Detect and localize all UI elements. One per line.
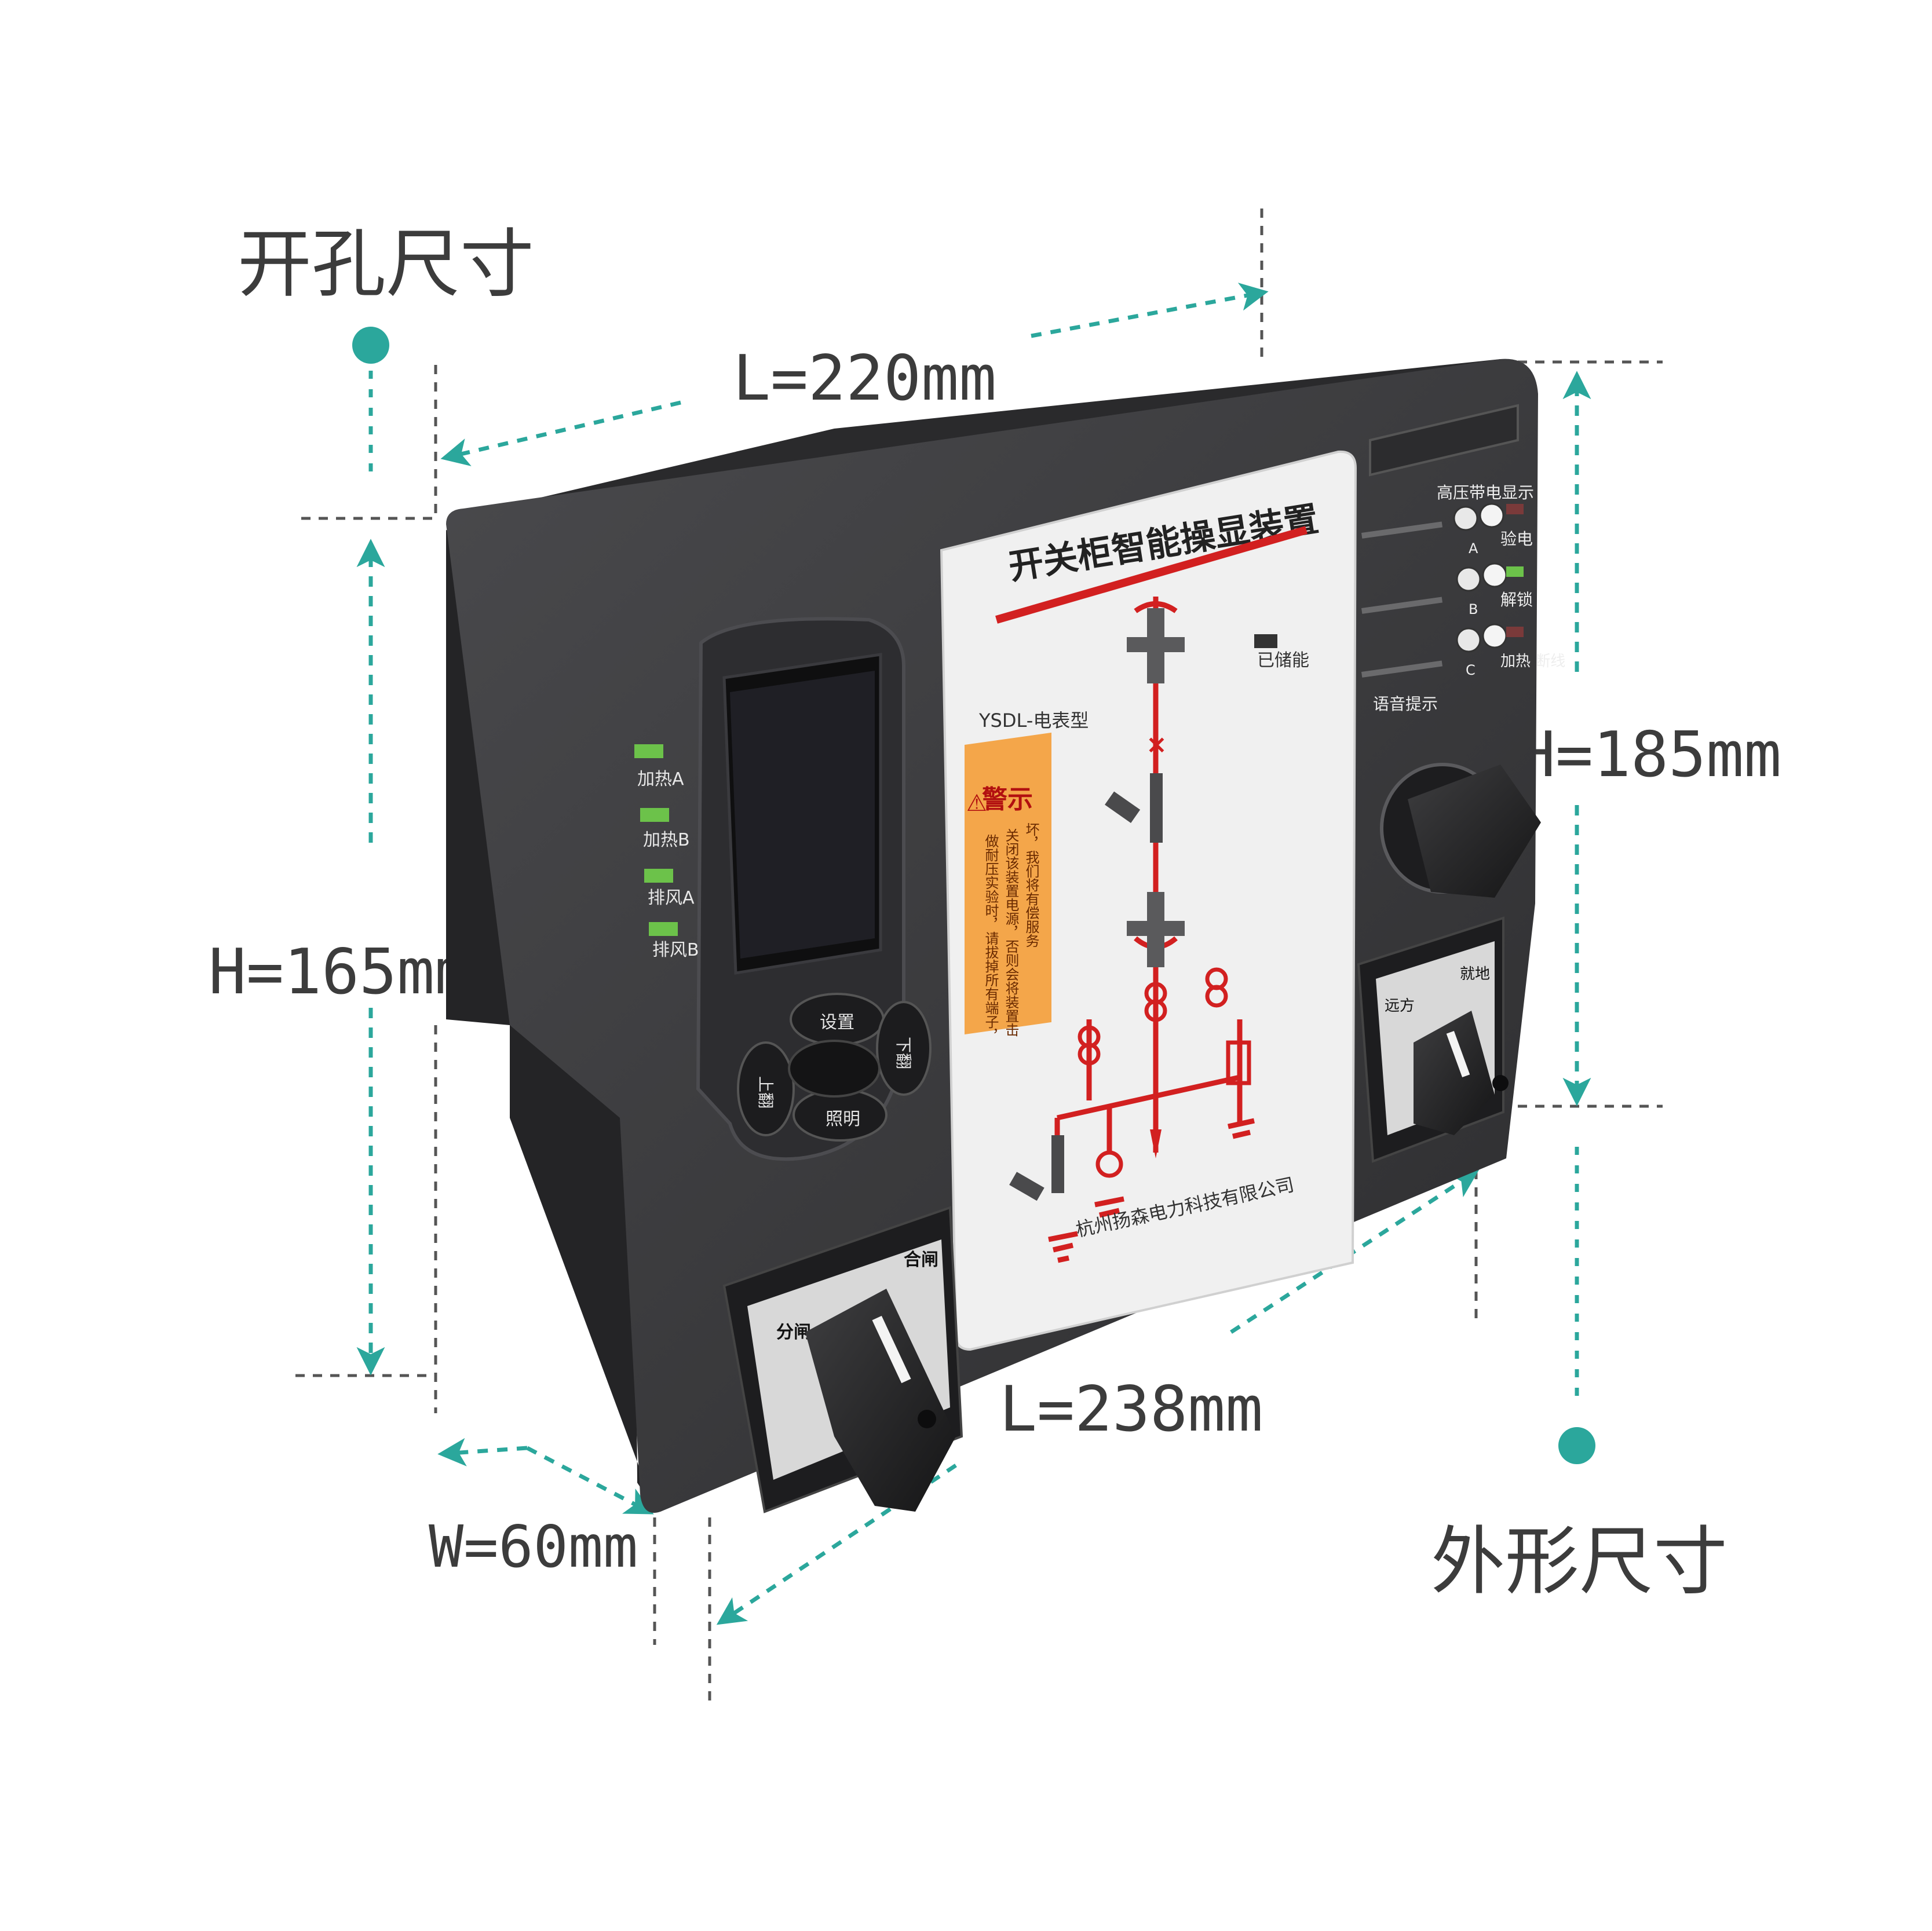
indicator-led [634,744,663,758]
current-transformers [1078,967,1251,1178]
phase-label: C [1466,662,1476,678]
status-led-red [1506,627,1524,637]
model-label: YSDL-电表型 [978,710,1089,732]
open-label: 分闸 [776,1322,811,1343]
warning-line: 做耐压实验时，请拔掉所有端子， [983,834,999,1043]
keypad-left-button[interactable] [737,1041,795,1136]
warning-box: 警示 ⚠ 坏，我们将有偿服务 关闭该装置电源，否则会将装置击 做耐压实验时，请拔… [965,732,1051,1043]
check-voltage-button[interactable] [1479,503,1504,528]
phase-b-indicator [1456,566,1481,592]
status-led-green [1506,566,1524,577]
dashed-guides [295,209,1663,1709]
right-transfer-switch[interactable]: 远方 就地 [1357,916,1509,1163]
cutout-length-label: L=220mm [733,342,996,415]
unlock-button[interactable] [1482,562,1507,588]
device: 设置 照明 上翻 下翻 加热A 加热B 排风A 排风B 开关柜智能操显装置 YS… [446,359,1565,1513]
check-voltage-label: 验电 [1500,529,1533,548]
switch-blade [1150,773,1163,843]
earth-switch-blade [1051,1135,1064,1193]
indicator-label: 排风A [648,888,695,908]
outline-length-label: L=238mm [999,1373,1263,1446]
voice-prompt-label: 语音提示 [1373,694,1438,714]
keypad-left-label: 上翻 [756,1076,775,1109]
heating-break-button[interactable] [1482,623,1507,649]
left-control-switch[interactable]: 分闸 合闸 [722,1206,963,1513]
warning-line: 关闭该装置电源，否则会将装置击 [1003,828,1019,1037]
indicator-led [649,922,678,936]
heating-break-label: 加热 断线 [1500,653,1565,670]
phase-c-indicator [1456,627,1481,653]
rotary-knob[interactable] [1380,763,1541,898]
status-led-red [1506,504,1524,514]
keypad-right-label: 下翻 [894,1037,913,1069]
warning-title: 警示 [982,785,1033,814]
outline-height-label: H=185mm [1518,719,1781,791]
busbar [995,526,1308,624]
top-right-window [1369,404,1519,477]
warning-line: 坏，我们将有偿服务 [1023,822,1039,948]
cutout-title: 开孔尺寸 [238,221,534,308]
phase-a-indicator [1453,506,1478,531]
indicator-label: 排风B [652,940,699,960]
phase-label: B [1469,601,1478,617]
warning-icon: ⚠ [966,790,987,817]
unlock-label: 解锁 [1500,590,1533,609]
indicator-led [640,808,669,822]
left-indicators: 加热A 加热B 排风A 排风B [634,744,699,960]
indicator-label: 加热B [643,830,690,850]
hv-display-section: 高压带电显示 A B C 验电 解锁 加热 断线 语音提示 [1361,483,1565,714]
outline-title-dot [1558,1427,1595,1464]
keypad-up-label: 设置 [820,1012,854,1033]
cutout-length-arrow-right [1031,283,1269,338]
outline-title: 外形尺寸 [1431,1519,1728,1605]
remote-label: 远方 [1385,997,1415,1015]
single-line-diagram [1048,597,1255,1263]
cutout-height-label: H=165mm [209,936,472,1008]
cutout-title-dot [352,327,389,364]
depth-arrow [437,1438,528,1466]
phase-label: A [1469,540,1478,557]
hv-display-title: 高压带电显示 [1437,483,1534,502]
stored-energy-label: 已储能 [1257,650,1309,671]
closing-mark: × [1146,730,1167,759]
indicator-led [644,869,673,883]
local-label: 就地 [1460,966,1490,983]
cutout-length-arrow-left [440,400,681,466]
close-label: 合闸 [904,1250,938,1270]
keypad-center-button[interactable] [788,1040,881,1098]
depth-label: W=60mm [429,1513,638,1581]
keypad-down-label: 照明 [826,1109,860,1129]
keypad-right-button[interactable] [876,1001,932,1096]
indicator-label: 加热A [637,769,684,789]
keypad: 设置 照明 上翻 下翻 [737,993,932,1142]
stored-energy-indicator [1254,634,1277,648]
